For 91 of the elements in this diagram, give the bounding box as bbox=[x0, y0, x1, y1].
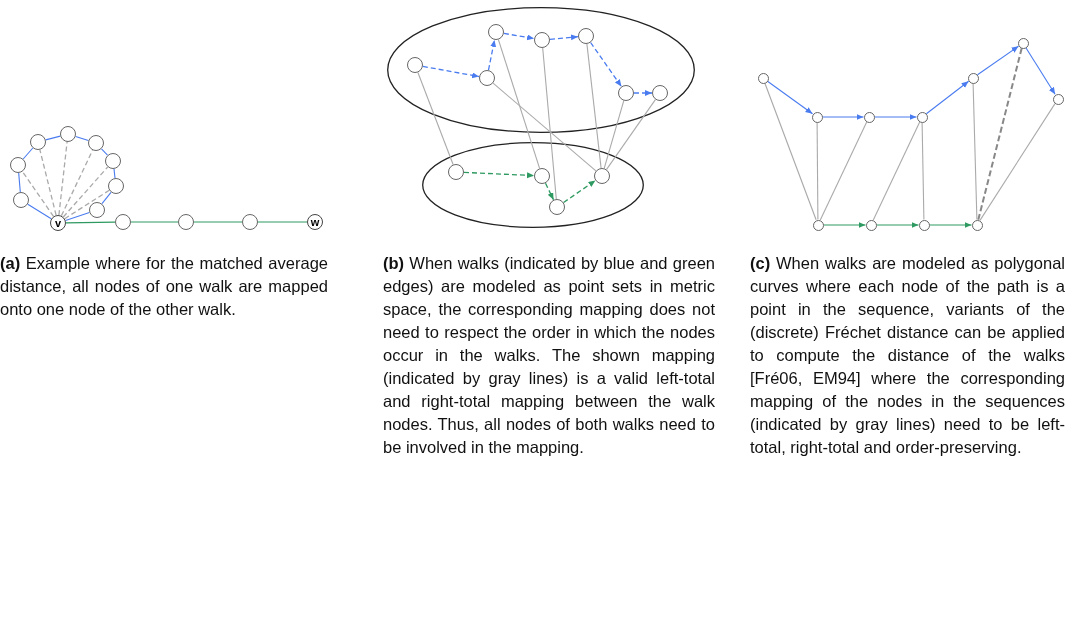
connector-line bbox=[58, 141, 68, 216]
connector-line bbox=[113, 168, 116, 179]
walk-node bbox=[479, 70, 495, 86]
connector-line bbox=[606, 99, 656, 170]
arrow bbox=[925, 80, 970, 115]
walk-node bbox=[488, 24, 504, 40]
arrow bbox=[928, 222, 973, 228]
caption: (a) Example where for the matched average distance, all nodes of one walk are mapped onto one node of the other walk. bbox=[0, 253, 328, 320]
walk-node: w bbox=[307, 214, 323, 230]
walk-node bbox=[811, 111, 823, 123]
connector-line bbox=[64, 189, 110, 220]
connector-line bbox=[18, 172, 21, 193]
arrow bbox=[503, 32, 535, 41]
caption: (b) When walks (indicated by blue and green edges) are modeled as point sets in metric space, the corresponding mapping does not need to respect the order in which the nodes occur in the walks. The shown mapping (indicated by gray lines) is a valid left-total and right-total mapping between the walk nodes. Thus, all nodes of both walks need to be involved in the mapping. bbox=[383, 253, 715, 458]
walk-node bbox=[89, 202, 105, 218]
connector-line bbox=[417, 71, 454, 166]
walk-node bbox=[812, 219, 824, 231]
connector-line bbox=[130, 221, 179, 223]
walk-node bbox=[534, 32, 550, 48]
arrow bbox=[976, 45, 1020, 76]
walk-node bbox=[60, 126, 76, 142]
walk-node bbox=[178, 214, 194, 230]
walk-node bbox=[594, 168, 610, 184]
walk-node bbox=[105, 153, 121, 169]
connector-line bbox=[972, 82, 978, 221]
arrow bbox=[766, 80, 814, 115]
arrow bbox=[1025, 47, 1056, 95]
walk-node bbox=[448, 164, 464, 180]
arrow bbox=[633, 90, 653, 96]
arrow bbox=[822, 222, 867, 228]
set-ellipse bbox=[422, 142, 644, 228]
connector-line bbox=[65, 211, 90, 222]
walk-node bbox=[30, 134, 46, 150]
arrow bbox=[589, 41, 623, 88]
walk-node bbox=[652, 85, 668, 101]
connector-line bbox=[100, 148, 109, 156]
walk-node bbox=[10, 157, 26, 173]
arrow bbox=[544, 182, 555, 201]
connector-line bbox=[65, 221, 116, 224]
walk-node bbox=[88, 135, 104, 151]
arrow bbox=[875, 222, 920, 228]
walk-node bbox=[1017, 37, 1029, 49]
walk-node bbox=[242, 214, 258, 230]
walk-node bbox=[918, 219, 930, 231]
caption: (c) When walks are modeled as polygonal curves where each node of the path is a point in the sequence, variants of the (discrete) Fréchet distance can be applied to compute the distance of the walks [Fré06, EM94] where the corresponding mapping of the nodes in the sequences (indicated by gray lines) need to be left-total, right-total and order-preserving. bbox=[750, 253, 1065, 458]
connector-line bbox=[21, 170, 55, 218]
walk-node bbox=[757, 72, 769, 84]
arrow bbox=[422, 65, 480, 79]
arrow bbox=[873, 114, 918, 120]
connector-line bbox=[27, 203, 52, 220]
connector-line bbox=[542, 47, 557, 200]
walk-node bbox=[108, 178, 124, 194]
connector-line bbox=[257, 221, 308, 223]
connector-line bbox=[497, 39, 541, 169]
connector-line bbox=[45, 135, 61, 141]
connector-line bbox=[101, 191, 112, 205]
connector-line bbox=[764, 82, 817, 221]
connector-line bbox=[979, 103, 1056, 221]
arrow bbox=[549, 34, 579, 41]
connector-line bbox=[193, 221, 243, 223]
walk-node bbox=[115, 214, 131, 230]
walk-node bbox=[407, 57, 423, 73]
connector-line bbox=[603, 100, 625, 169]
connector-line bbox=[977, 47, 1023, 221]
connector-line bbox=[22, 147, 34, 160]
arrow bbox=[463, 171, 535, 179]
walk-node bbox=[865, 219, 877, 231]
connector-line bbox=[492, 82, 597, 172]
set-ellipse bbox=[387, 7, 695, 133]
connector-line bbox=[872, 121, 921, 221]
connector-line bbox=[39, 149, 57, 216]
connector-line bbox=[819, 121, 868, 221]
walk-node bbox=[916, 111, 928, 123]
arrow bbox=[821, 114, 865, 120]
connector-line bbox=[921, 121, 925, 221]
walk-node: v bbox=[50, 215, 66, 231]
walk-node bbox=[1052, 93, 1064, 105]
walk-node bbox=[967, 72, 979, 84]
walk-node bbox=[618, 85, 634, 101]
connector-line bbox=[816, 121, 819, 221]
arrow bbox=[487, 39, 497, 71]
walk-node bbox=[549, 199, 565, 215]
walk-node bbox=[971, 219, 983, 231]
connector-line bbox=[75, 135, 89, 142]
walk-node bbox=[534, 168, 550, 184]
walk-node bbox=[863, 111, 875, 123]
walk-node bbox=[13, 192, 29, 208]
connector-line bbox=[586, 43, 602, 169]
connector-line bbox=[62, 166, 109, 218]
walk-node bbox=[578, 28, 594, 44]
arrow bbox=[562, 179, 597, 204]
